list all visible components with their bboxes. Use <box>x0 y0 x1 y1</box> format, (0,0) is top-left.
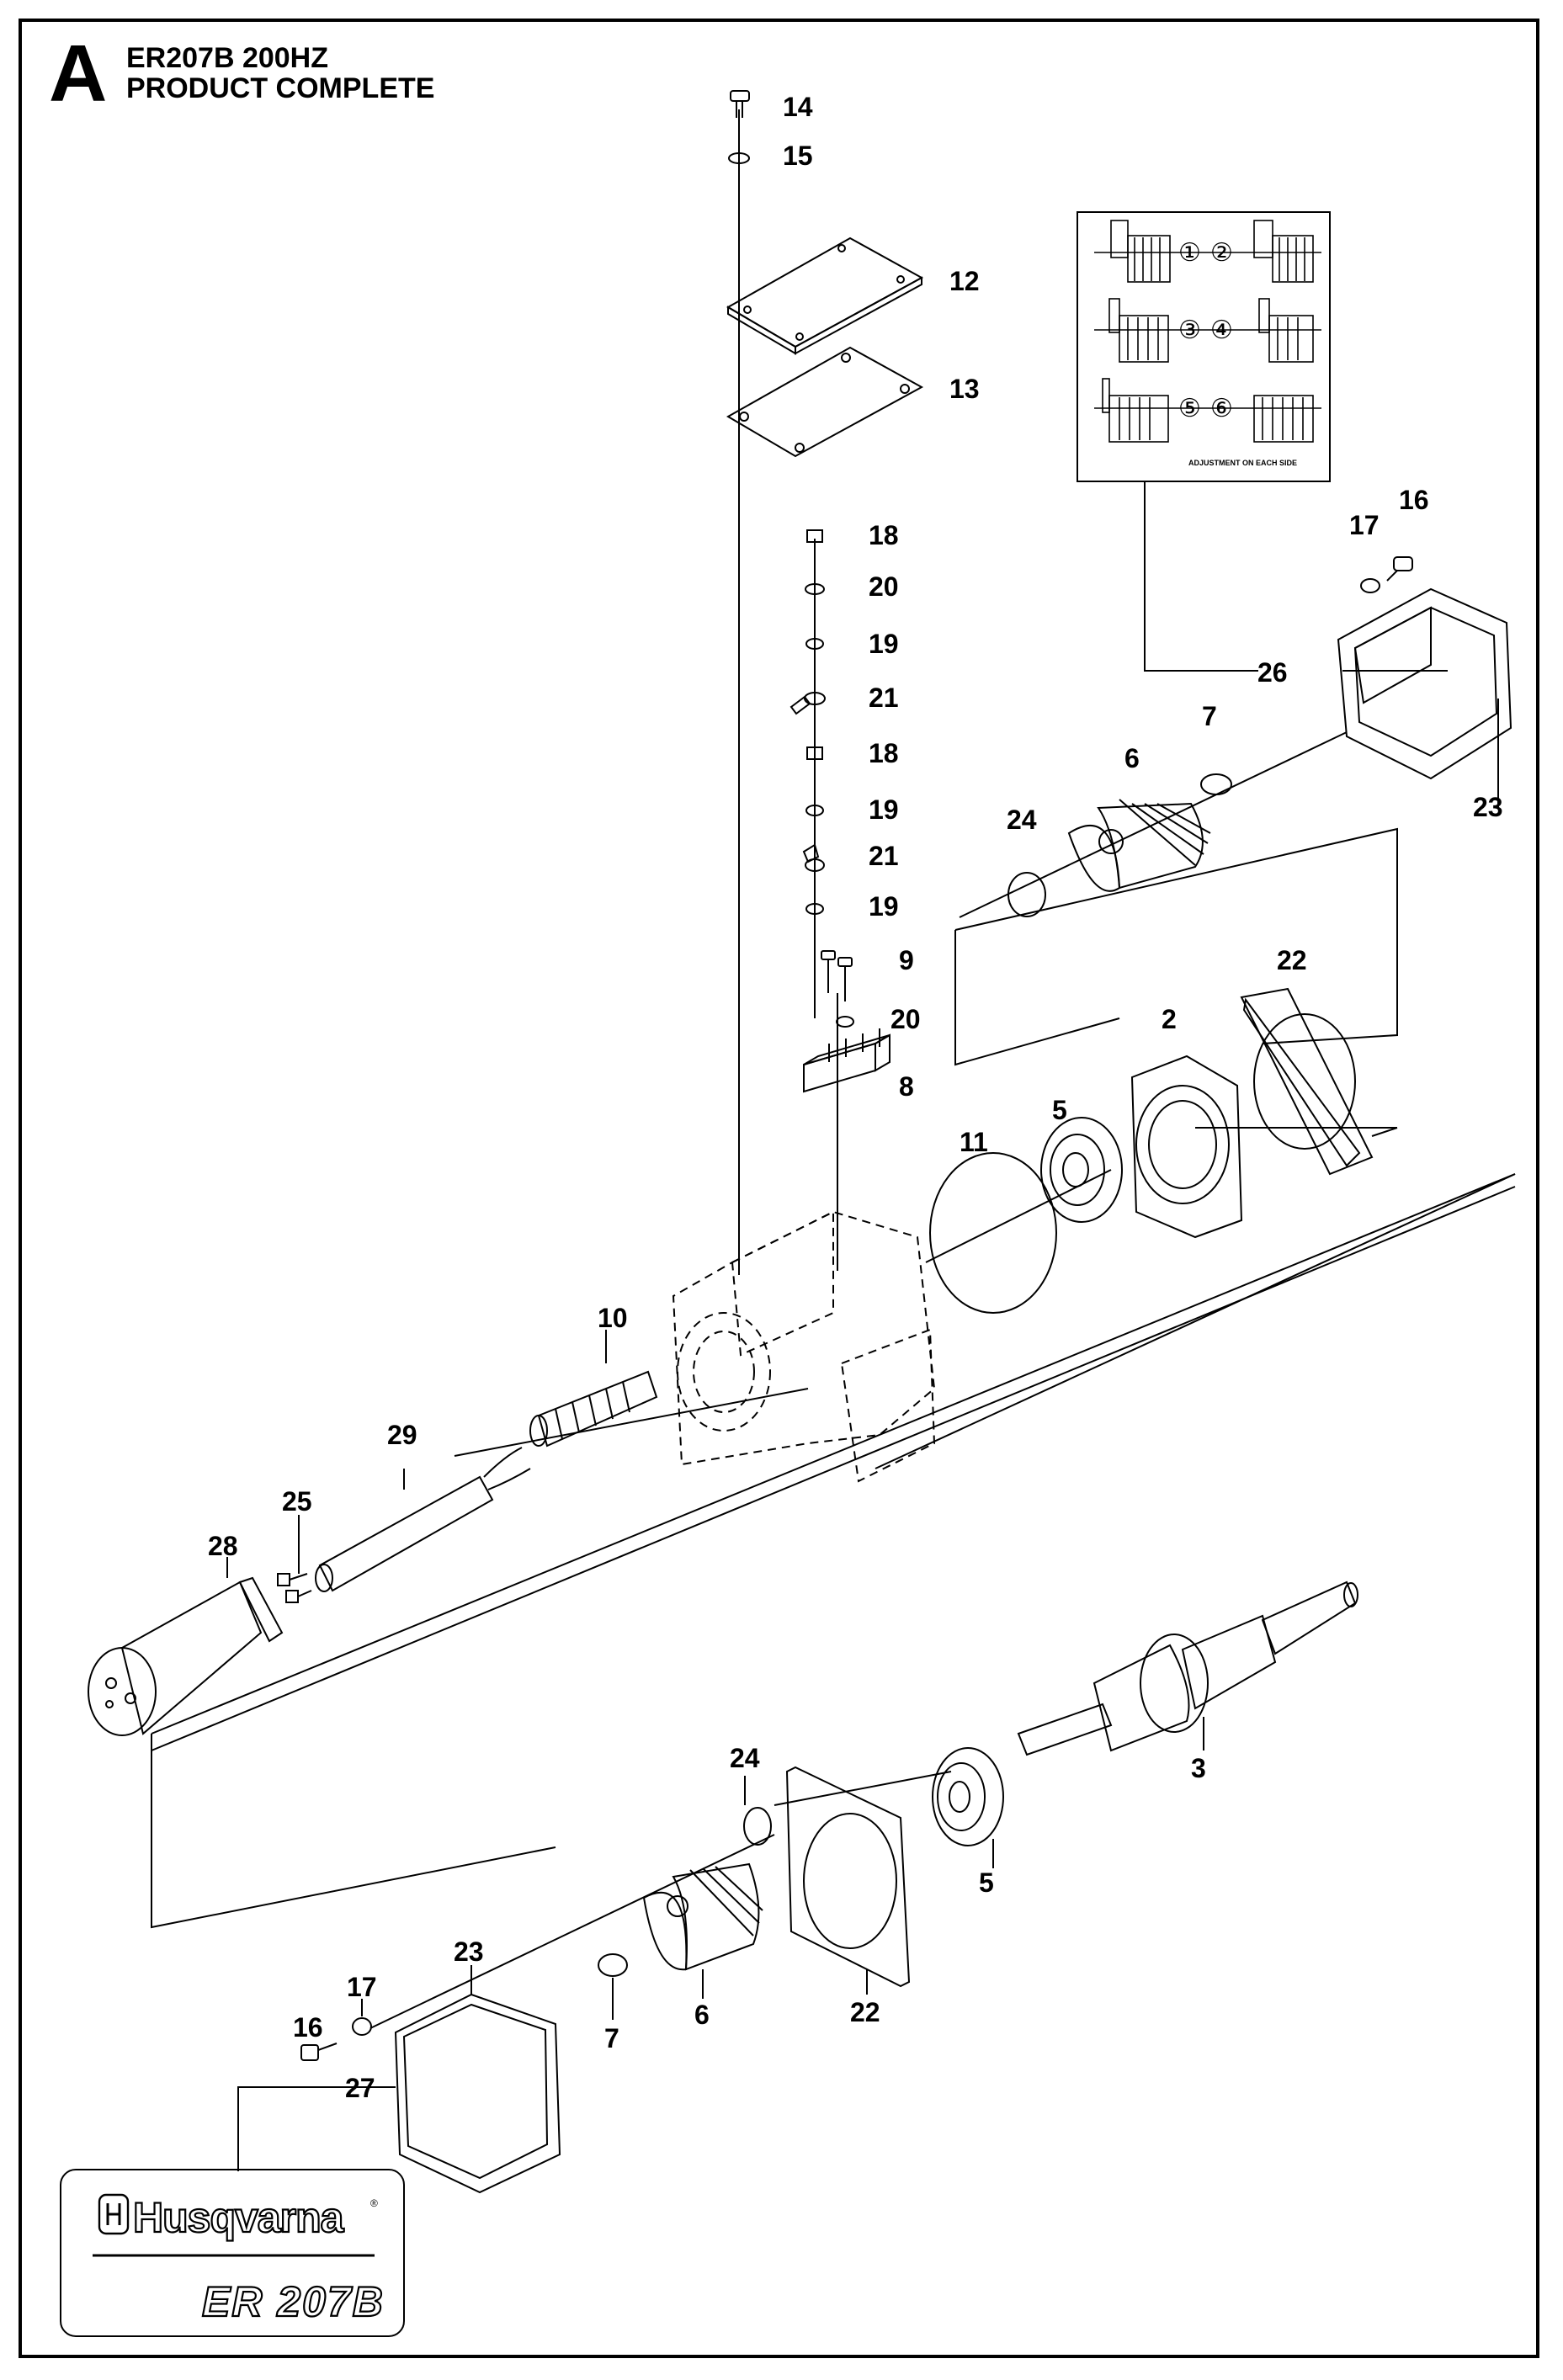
page-title: PRODUCT COMPLETE <box>126 72 435 104</box>
washer-part-19b <box>805 805 824 816</box>
crimp-terminal-part-25 <box>277 1573 312 1603</box>
washer-part-19a <box>805 638 824 650</box>
washer-part-15 <box>728 152 750 164</box>
bearing-part-5b <box>932 1747 1004 1846</box>
callout-6a: 6 <box>1124 743 1140 773</box>
nut-part-18b <box>806 746 823 760</box>
cover-plate-part-12 <box>726 236 924 355</box>
callout-16a: 16 <box>1399 485 1429 515</box>
rotor-shaft-part-3 <box>1017 1580 1358 1756</box>
decal-part-27 <box>60 2169 405 2337</box>
marker-4: ④ <box>1210 316 1233 345</box>
callout-24a: 24 <box>1007 805 1037 835</box>
husqvarna-logo-icon <box>98 2193 130 2235</box>
callout-10: 10 <box>598 1303 628 1333</box>
callout-23a: 23 <box>1473 792 1503 822</box>
callout-20a: 20 <box>869 571 899 602</box>
callout-14: 14 <box>783 92 813 122</box>
marker-5: ⑤ <box>1178 394 1201 423</box>
callout-21a: 21 <box>869 683 899 713</box>
callout-19c: 19 <box>869 891 899 922</box>
marker-3: ③ <box>1178 316 1201 345</box>
brand-wordmark: Husqvarna <box>133 2194 345 2241</box>
screw-part-14 <box>730 90 750 118</box>
callout-5b: 5 <box>979 1867 994 1898</box>
terminal-part-21a <box>789 692 826 715</box>
callout-7b: 7 <box>604 2023 619 2053</box>
callout-12: 12 <box>949 266 980 296</box>
nut-part-18a <box>806 529 823 543</box>
lamination-adjustment-chart <box>1094 220 1321 443</box>
washer-part-20b <box>836 1016 854 1028</box>
callout-17b: 17 <box>347 1972 377 2002</box>
section-letter: A <box>49 29 108 119</box>
plug-part-28 <box>88 1576 284 1736</box>
callout-22a: 22 <box>1277 945 1307 975</box>
callout-11: 11 <box>960 1127 988 1157</box>
callout-23b: 23 <box>454 1936 484 1967</box>
screw-part-16b <box>300 2043 338 2061</box>
callout-13: 13 <box>949 374 980 404</box>
washer-part-20a <box>805 583 825 595</box>
circlip-part-24b <box>743 1807 772 1846</box>
callout-19a: 19 <box>869 629 899 659</box>
end-cover-part-23a <box>1337 587 1512 780</box>
callout-18a: 18 <box>869 520 899 550</box>
callout-22b: 22 <box>850 1997 880 2027</box>
callout-21b: 21 <box>869 841 899 871</box>
lamination-stack-part-6a <box>1067 799 1211 892</box>
registered-mark: ® <box>370 2197 378 2209</box>
marker-6: ⑥ <box>1210 394 1233 423</box>
nut-part-7b <box>598 1953 628 1977</box>
adjustment-caption: ADJUSTMENT ON EACH SIDE <box>1188 459 1297 467</box>
washer-part-19c <box>805 903 824 915</box>
model-title: ER207B 200HZ <box>126 42 329 74</box>
callout-5a: 5 <box>1052 1095 1067 1125</box>
page-border <box>19 19 1539 2358</box>
callout-25: 25 <box>282 1486 312 1517</box>
screw-part-9 <box>821 950 853 1001</box>
marker-1: ① <box>1178 238 1201 268</box>
terminal-part-21b <box>802 843 825 872</box>
callout-28: 28 <box>208 1531 238 1561</box>
screw-part-16a <box>1386 556 1413 582</box>
callout-20b: 20 <box>890 1004 921 1034</box>
adjustment-chart-frame <box>1077 211 1331 482</box>
callout-2: 2 <box>1162 1004 1177 1034</box>
washer-part-17b <box>352 2017 372 2036</box>
callout-18b: 18 <box>869 738 899 768</box>
gasket-part-22a <box>1240 987 1374 1176</box>
callout-6b: 6 <box>694 2000 710 2030</box>
callout-29: 29 <box>387 1420 417 1450</box>
end-cover-part-23b <box>394 1993 561 2194</box>
marker-2: ② <box>1210 238 1233 268</box>
gasket-part-22b <box>785 1766 911 1988</box>
callout-8: 8 <box>899 1071 914 1102</box>
circlip-part-24a <box>1007 872 1046 917</box>
lamination-stack-part-6b <box>642 1862 763 1971</box>
callout-3: 3 <box>1191 1753 1206 1783</box>
callout-9: 9 <box>899 945 914 975</box>
callout-27: 27 <box>345 2073 375 2103</box>
gasket-part-13 <box>726 346 924 458</box>
callout-17a: 17 <box>1349 510 1380 540</box>
callout-7a: 7 <box>1202 701 1217 731</box>
cable-part-29 <box>315 1447 531 1592</box>
callout-24b: 24 <box>730 1743 760 1773</box>
decal-model-name: ER 207B <box>202 2278 385 2325</box>
callout-19b: 19 <box>869 794 899 825</box>
washer-part-17a <box>1360 578 1380 593</box>
nut-part-7a <box>1200 773 1232 795</box>
o-ring-part-11 <box>929 1152 1057 1314</box>
motor-housing <box>672 1210 936 1483</box>
callout-16b: 16 <box>293 2012 323 2043</box>
callout-26: 26 <box>1257 657 1288 688</box>
cable-gland-part-10 <box>529 1370 658 1448</box>
terminal-block-part-8 <box>803 1028 890 1093</box>
bearing-flange-part-2 <box>1130 1055 1243 1239</box>
callout-15: 15 <box>783 141 813 171</box>
